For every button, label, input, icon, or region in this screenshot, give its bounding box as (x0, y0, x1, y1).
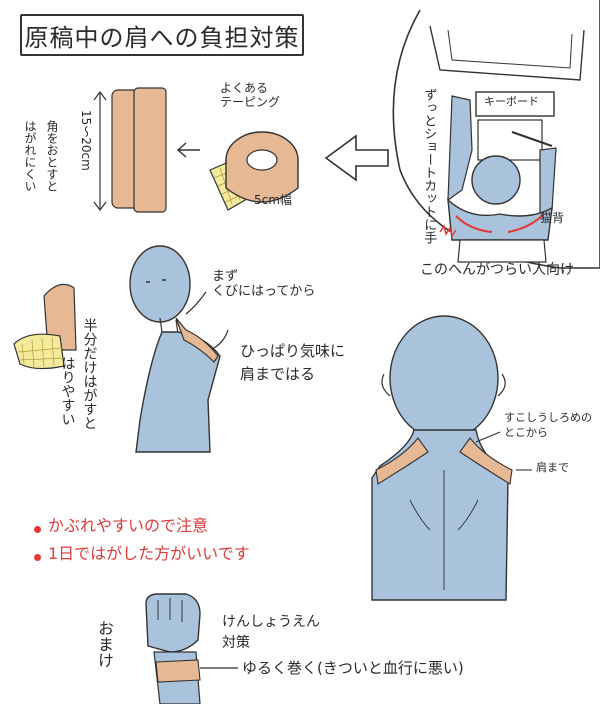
bonus-label: おまけ (95, 620, 114, 668)
keyboard-label: キーボード (484, 95, 539, 108)
page-title: 原稿中の肩への負担対策 (20, 14, 304, 56)
peeled-tape (13, 283, 77, 370)
tape-length-label: 15〜20cm (79, 110, 93, 171)
half-peel-label-1: 半分だけはがすと (81, 318, 98, 430)
back-to-shoulder-label: 肩まで (536, 461, 569, 474)
person-head (389, 315, 499, 441)
start-back-label: すこしうしろめの とこから (504, 411, 592, 440)
tendon-label: けんしょうえん 対策 (222, 614, 320, 651)
common-taping-label: よくある テーピング (220, 81, 281, 109)
corner-tip-1: 角をおとすと (45, 120, 59, 192)
warning-bullet (34, 554, 41, 561)
warning-2: 1日ではがした方がいいです (48, 544, 250, 563)
corner-tip-2: はがれにくい (23, 120, 37, 192)
loose-wrap-label: ゆるく巻く(きついと血行に悪い) (242, 659, 464, 677)
pen-icon (511, 131, 553, 147)
back-view-person (371, 315, 532, 601)
tape-strips (93, 87, 167, 213)
person-head (471, 155, 521, 205)
keyboard-icon (475, 91, 555, 117)
pain-marks (455, 213, 545, 233)
warning-1: かぶれやすいので注意 (48, 516, 209, 535)
applied-tape (175, 317, 219, 363)
wrist-tape (155, 659, 201, 683)
warning-bullet (34, 526, 41, 533)
front-view-person (129, 245, 229, 453)
applied-tape-right (459, 437, 513, 485)
fist-wrap (145, 593, 238, 704)
desk-scene (392, 0, 600, 269)
tablet-icon (477, 119, 543, 161)
half-peel-label-2: はりやすい (59, 356, 76, 426)
monitor-icon (429, 25, 585, 81)
big-arrow-left (324, 134, 389, 182)
person-head (129, 245, 191, 323)
to-shoulder-label: ひっぱり気味に 肩まではる (240, 342, 346, 383)
target-people-label: このへんがつらい人向け (420, 262, 574, 278)
tape-roll (209, 131, 299, 211)
tape-width-label: 5cm幅 (254, 193, 292, 207)
fist-icon (145, 593, 201, 653)
applied-tape-left (375, 437, 429, 485)
small-arrow-left (176, 142, 200, 158)
start-neck-label: まず くびにはってから (212, 269, 316, 299)
cat-back-label: 猫背 (540, 211, 565, 225)
shortcut-note: ずっとショートカットに手 (421, 88, 437, 244)
